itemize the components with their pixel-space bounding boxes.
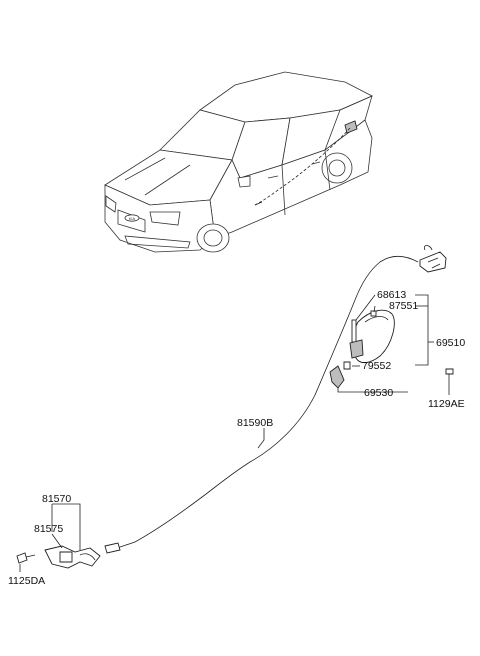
cable-end-connector (419, 251, 447, 273)
part-labels: 68613 87551 69510 79552 69530 1129AE 815… (8, 289, 465, 587)
label-79552: 79552 (362, 360, 391, 372)
fuel-door-housing (329, 365, 345, 389)
label-81575: 81575 (34, 523, 63, 535)
label-69510: 69510 (436, 337, 465, 349)
spring (343, 361, 351, 370)
label-1129ae: 1129AE (428, 398, 465, 410)
release-cable (119, 261, 381, 548)
label-68613: 68613 (377, 289, 406, 301)
leader-lines (19, 294, 450, 572)
screw-1129ae (445, 368, 454, 375)
hinge-clip (370, 310, 377, 317)
release-lever-assembly (16, 545, 101, 569)
cable-ferrule (104, 542, 121, 554)
label-69530: 69530 (364, 387, 393, 399)
car-illustration: KIA (104, 71, 373, 253)
label-1125da: 1125DA (8, 575, 45, 587)
bolt-1125da (16, 552, 28, 564)
release-lever (44, 545, 101, 569)
fuel-door-assembly (329, 245, 454, 389)
label-81590b: 81590B (237, 417, 273, 429)
label-81570: 81570 (42, 493, 71, 505)
label-87551: 87551 (389, 300, 418, 312)
hinge-pin (351, 319, 357, 343)
car-badge: KIA (129, 216, 136, 221)
hinge-arm (349, 339, 364, 359)
